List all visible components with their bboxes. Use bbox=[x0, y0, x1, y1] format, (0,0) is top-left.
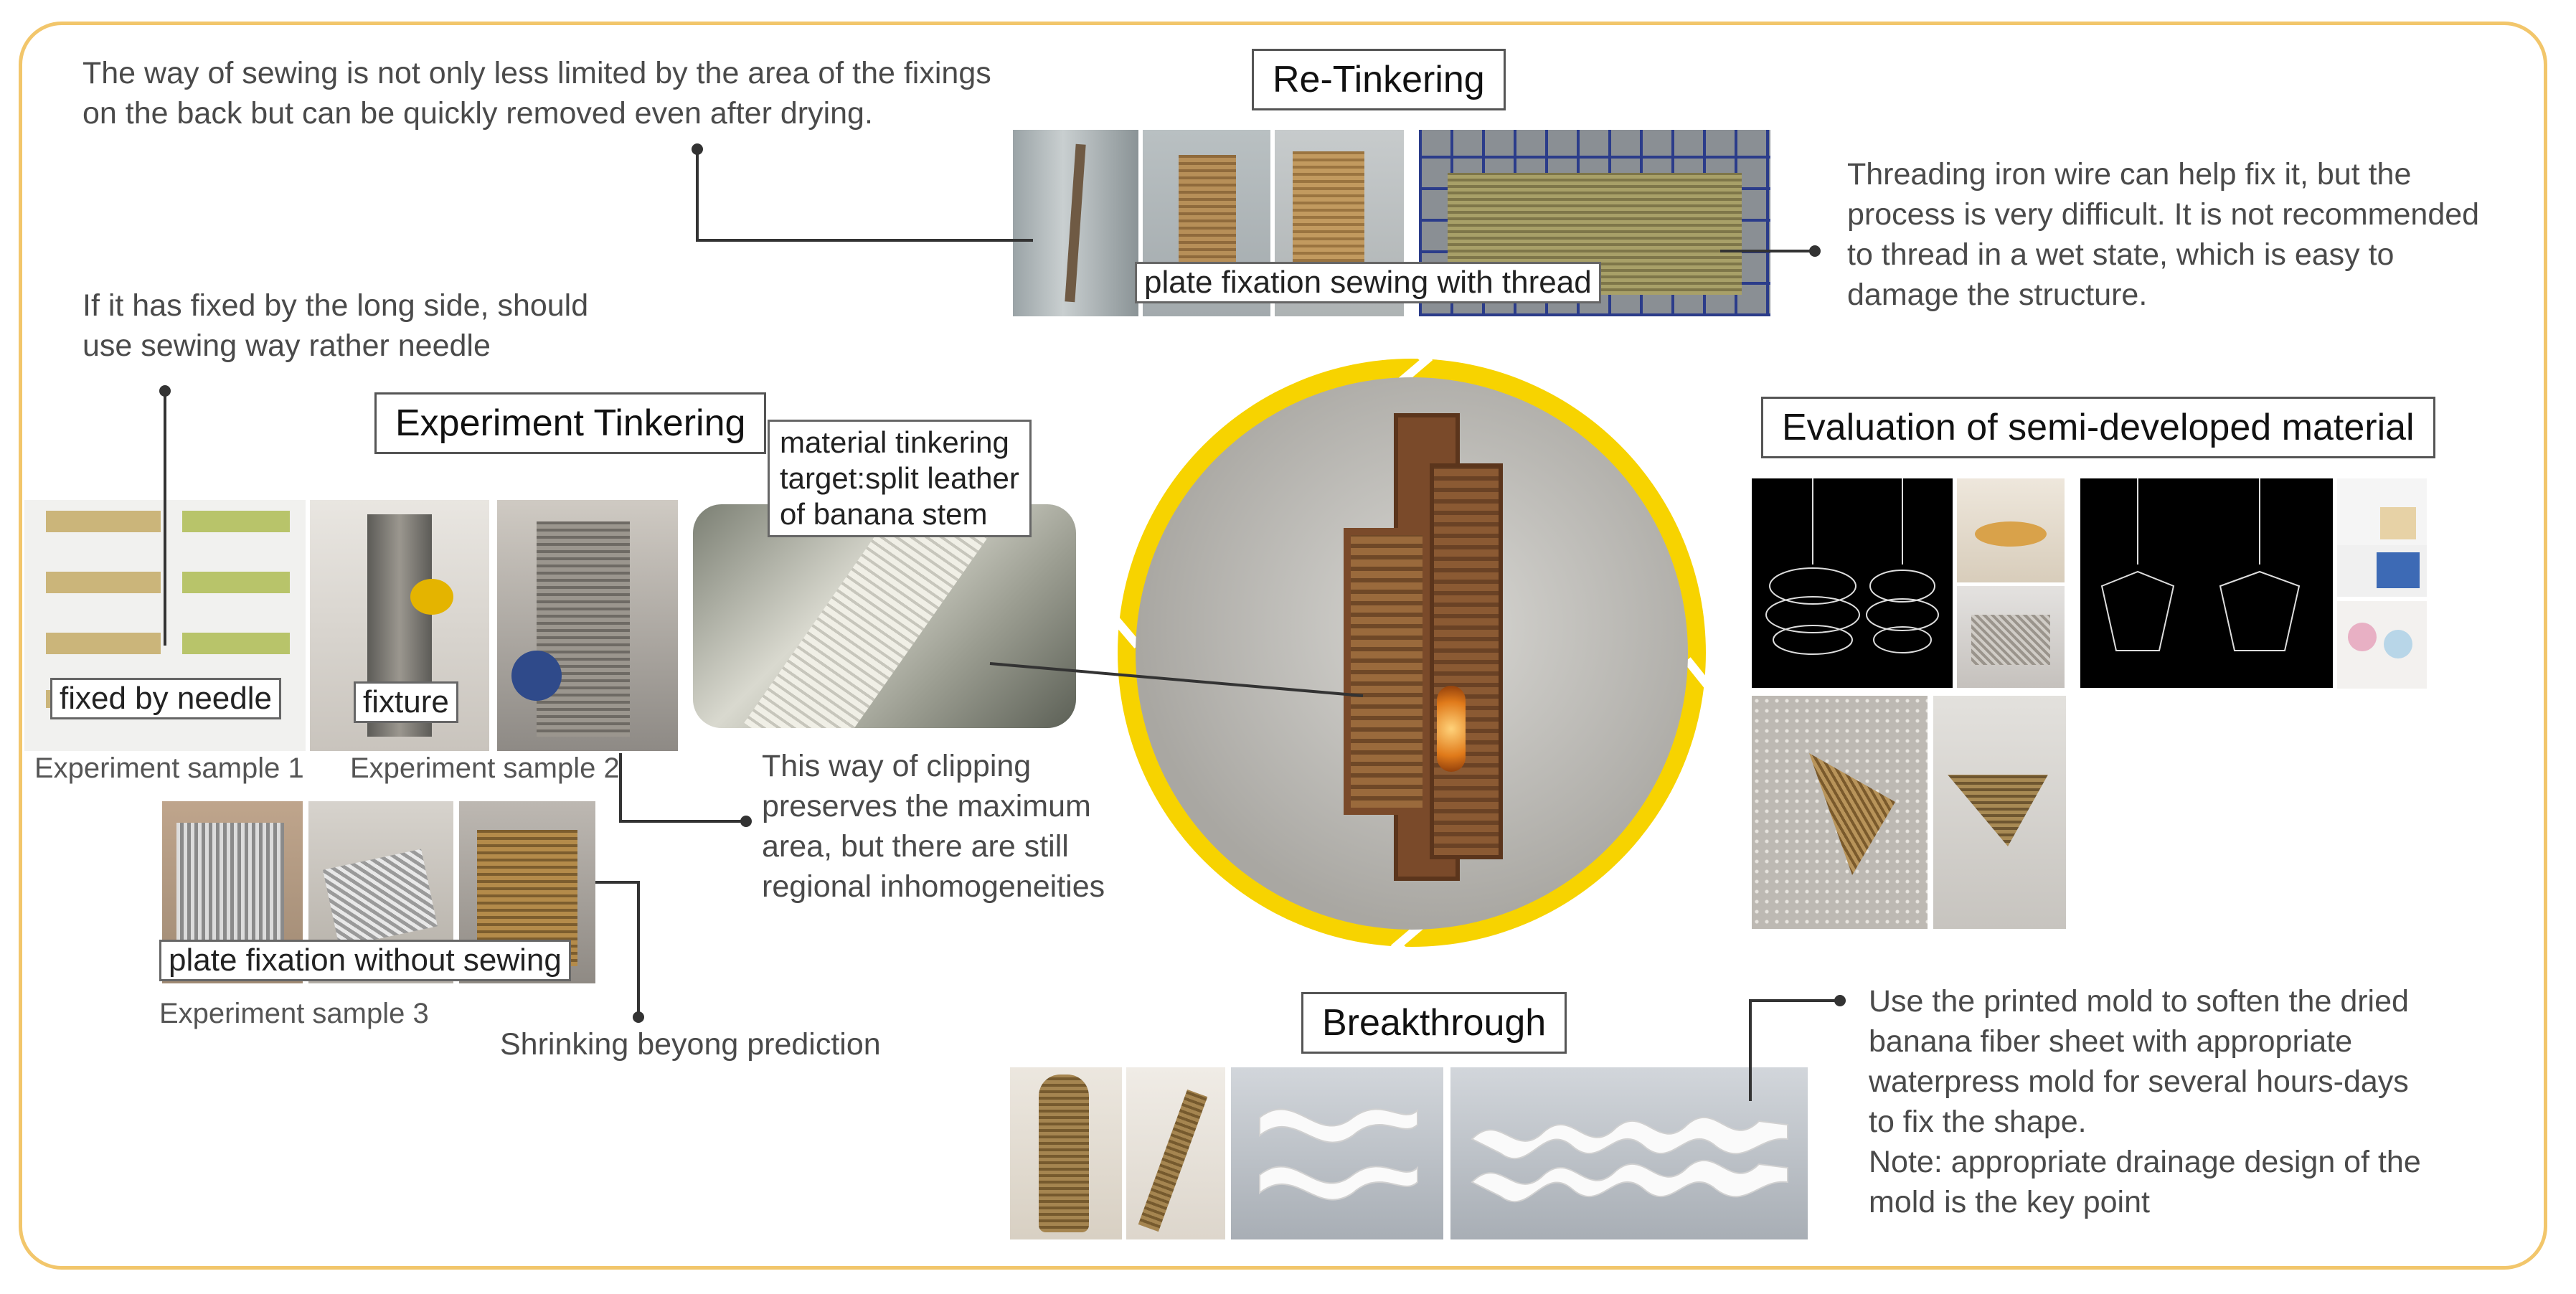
eval-sketch-3 bbox=[2337, 601, 2427, 689]
breakthrough-mold-render-1 bbox=[1231, 1067, 1443, 1239]
breakthrough-mold-render-2 bbox=[1450, 1067, 1808, 1239]
retinkering-photo-1 bbox=[1013, 130, 1138, 316]
dot-iron-wire bbox=[1809, 245, 1821, 257]
note-iron-wire: Threading iron wire can help fix it, but… bbox=[1847, 157, 2480, 312]
label-sample1: Experiment sample 1 bbox=[34, 752, 304, 784]
label-sample2: Experiment sample 2 bbox=[350, 752, 620, 784]
heading-experiment: Experiment Tinkering bbox=[374, 392, 767, 454]
caption-needle: fixed by needle bbox=[50, 678, 281, 719]
target-material-photo bbox=[693, 504, 1076, 728]
label-sample3: Experiment sample 3 bbox=[159, 998, 429, 1029]
breakthrough-fiber-1 bbox=[1010, 1067, 1122, 1239]
dot-shrinking bbox=[633, 1011, 644, 1023]
heading-evaluation: Evaluation of semi-developed material bbox=[1761, 397, 2435, 458]
note-clipping: This way of clipping preserves the maxim… bbox=[762, 749, 1105, 904]
dot-mold bbox=[1834, 995, 1846, 1006]
note-mold: Use the printed mold to soften the dried… bbox=[1869, 984, 2421, 1219]
eval-wireframe-2 bbox=[2080, 478, 2333, 688]
eval-wireframe-1 bbox=[1752, 478, 1953, 688]
dot-clipping bbox=[740, 816, 752, 827]
dot-long-side bbox=[159, 385, 171, 397]
sample2-photo-b bbox=[497, 500, 678, 751]
note-long-side: If it has fixed by the long side, should… bbox=[82, 288, 589, 363]
connector-target bbox=[989, 662, 1364, 697]
connector-sewing bbox=[696, 149, 1033, 242]
dot-sewing bbox=[692, 143, 703, 155]
connector-clipping bbox=[619, 753, 746, 823]
eval-lamp-photo-2 bbox=[1957, 586, 2065, 688]
eval-sketch-2 bbox=[2337, 545, 2427, 597]
caption-fixture: fixture bbox=[354, 681, 458, 723]
connector-shrinking bbox=[595, 881, 640, 1017]
note-sewing: The way of sewing is not only less limit… bbox=[82, 56, 991, 131]
note-shrinking: Shrinking beyong prediction bbox=[500, 1027, 881, 1062]
board-frame bbox=[19, 22, 2547, 1270]
eval-fiber-photo-2 bbox=[1933, 696, 2066, 929]
caption-target: material tinkering target:split leather … bbox=[768, 420, 1032, 537]
breakthrough-fiber-2 bbox=[1126, 1067, 1225, 1239]
caption-plate-sewing: plate fixation sewing with thread bbox=[1135, 262, 1601, 303]
heading-retinkering: Re-Tinkering bbox=[1252, 49, 1506, 110]
eval-lamp-photo-1 bbox=[1957, 478, 2065, 582]
connector-mold bbox=[1749, 999, 1840, 1101]
wall-lamp-photo bbox=[1136, 377, 1688, 930]
caption-without-sewing: plate fixation without sewing bbox=[159, 940, 571, 981]
eval-fiber-photo-1 bbox=[1752, 696, 1928, 929]
heading-breakthrough: Breakthrough bbox=[1301, 992, 1567, 1054]
